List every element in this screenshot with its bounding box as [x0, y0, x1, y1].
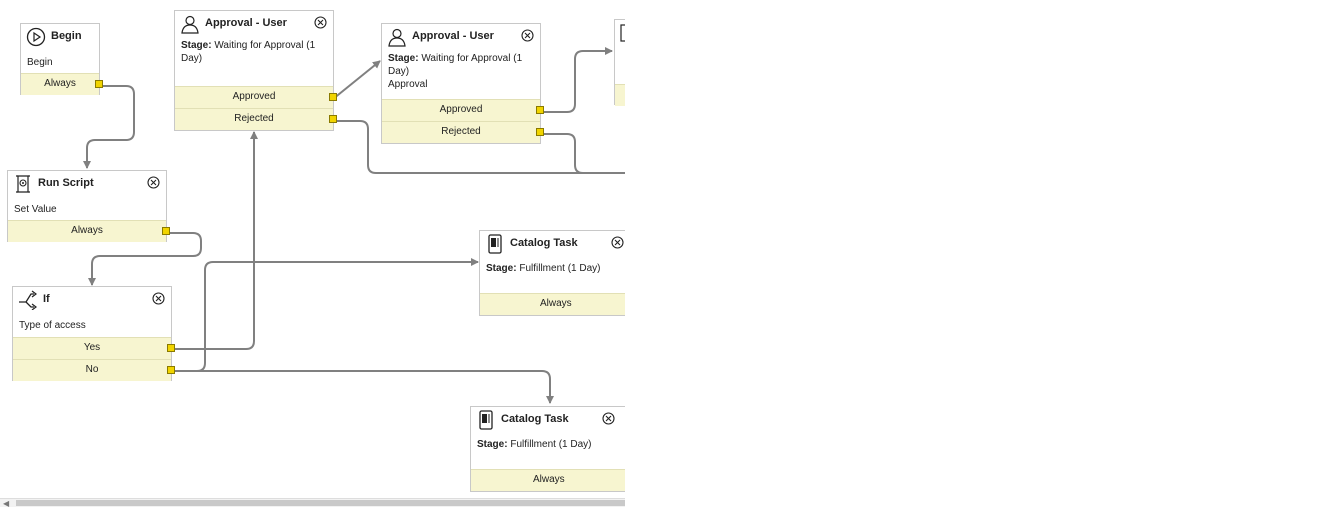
- exit-always[interactable]: Always: [480, 293, 625, 315]
- stage-value: Fulfillment (1 Day): [510, 439, 592, 450]
- close-circle-icon[interactable]: [521, 29, 534, 42]
- wire-if-no-task1: [171, 258, 479, 372]
- exit-port[interactable]: [167, 344, 175, 352]
- close-circle-icon[interactable]: [602, 412, 615, 425]
- stage-label: Stage:: [486, 263, 517, 274]
- exit-always[interactable]: Always: [21, 73, 103, 95]
- offscreen-node[interactable]: [614, 19, 625, 106]
- node-title: If: [43, 293, 50, 305]
- user-icon: [388, 28, 406, 47]
- scrollbar-thumb[interactable]: [16, 500, 625, 506]
- wire-begin-runscript: [83, 85, 135, 169]
- exit-port[interactable]: [536, 128, 544, 136]
- node-description: Type of access: [19, 320, 86, 331]
- exit-port[interactable]: [162, 227, 170, 235]
- exit-no[interactable]: No: [13, 359, 175, 381]
- exit-port[interactable]: [536, 106, 544, 114]
- user-icon: [181, 15, 199, 34]
- run-script-node[interactable]: Run Script Set Value Always: [7, 170, 170, 242]
- approval-user-node[interactable]: Approval - User Stage: Waiting for Appro…: [174, 10, 337, 131]
- node-title: Approval - User: [205, 17, 287, 29]
- node-title: Run Script: [38, 177, 94, 189]
- wire-if-yes-approval1: [171, 131, 258, 350]
- wire-approval1-approved-approval2: [332, 60, 381, 100]
- if-node[interactable]: If Type of access Yes No: [12, 286, 175, 381]
- wire-approval2-approved: [540, 47, 613, 113]
- stage-value: Waiting for Approval (1 Day): [181, 40, 316, 64]
- script-scroll-icon: [16, 175, 30, 193]
- exit-approved[interactable]: Approved: [382, 99, 544, 121]
- branch-icon: [19, 290, 37, 310]
- catalog-task-icon: [488, 234, 502, 254]
- play-circle-icon: [26, 27, 46, 47]
- exit-row[interactable]: [615, 84, 625, 106]
- node-title: Begin: [51, 30, 82, 42]
- exit-port[interactable]: [329, 93, 337, 101]
- exit-port[interactable]: [167, 366, 175, 374]
- stage-label: Stage:: [388, 53, 419, 64]
- catalog-task-node[interactable]: Catalog Task Stage: Fulfillment (1 Day) …: [479, 230, 625, 316]
- close-circle-icon[interactable]: [152, 292, 165, 305]
- exit-approved[interactable]: Approved: [175, 86, 337, 108]
- exit-rejected[interactable]: Rejected: [382, 121, 544, 143]
- catalog-task-node[interactable]: Catalog Task Stage: Fulfillment (1 Day) …: [470, 406, 625, 492]
- catalog-task-icon: [479, 410, 493, 430]
- scroll-left-arrow-icon[interactable]: ◀: [3, 499, 10, 507]
- stage-value: Fulfillment (1 Day): [519, 263, 601, 274]
- approval-user-node[interactable]: Approval - User Stage: Waiting for Appro…: [381, 23, 544, 144]
- exit-always[interactable]: Always: [8, 220, 170, 242]
- stage-value: Waiting for Approval (1 Day): [388, 53, 523, 77]
- exit-yes[interactable]: Yes: [13, 337, 175, 359]
- exit-port[interactable]: [329, 115, 337, 123]
- node-description: Set Value: [14, 204, 57, 215]
- wire-if-no-task2: [171, 370, 554, 404]
- exit-always[interactable]: Always: [471, 469, 625, 491]
- node-title: Catalog Task: [510, 237, 578, 249]
- close-circle-icon[interactable]: [314, 16, 327, 29]
- node-title: Approval - User: [412, 30, 494, 42]
- node-description: Approval: [388, 79, 428, 90]
- wire-approval2-rejected: [540, 133, 625, 174]
- horizontal-scrollbar[interactable]: ◀: [0, 498, 625, 507]
- stage-label: Stage:: [477, 439, 508, 450]
- node-icon: [620, 24, 625, 42]
- node-title: Catalog Task: [501, 413, 569, 425]
- exit-rejected[interactable]: Rejected: [175, 108, 337, 130]
- close-circle-icon[interactable]: [611, 236, 624, 249]
- begin-node[interactable]: Begin Begin Always: [20, 23, 103, 95]
- workflow-canvas[interactable]: Begin Begin Always Run Script Set Value …: [0, 0, 625, 507]
- stage-label: Stage:: [181, 40, 212, 51]
- close-circle-icon[interactable]: [147, 176, 160, 189]
- exit-port[interactable]: [95, 80, 103, 88]
- node-description: Begin: [27, 57, 53, 68]
